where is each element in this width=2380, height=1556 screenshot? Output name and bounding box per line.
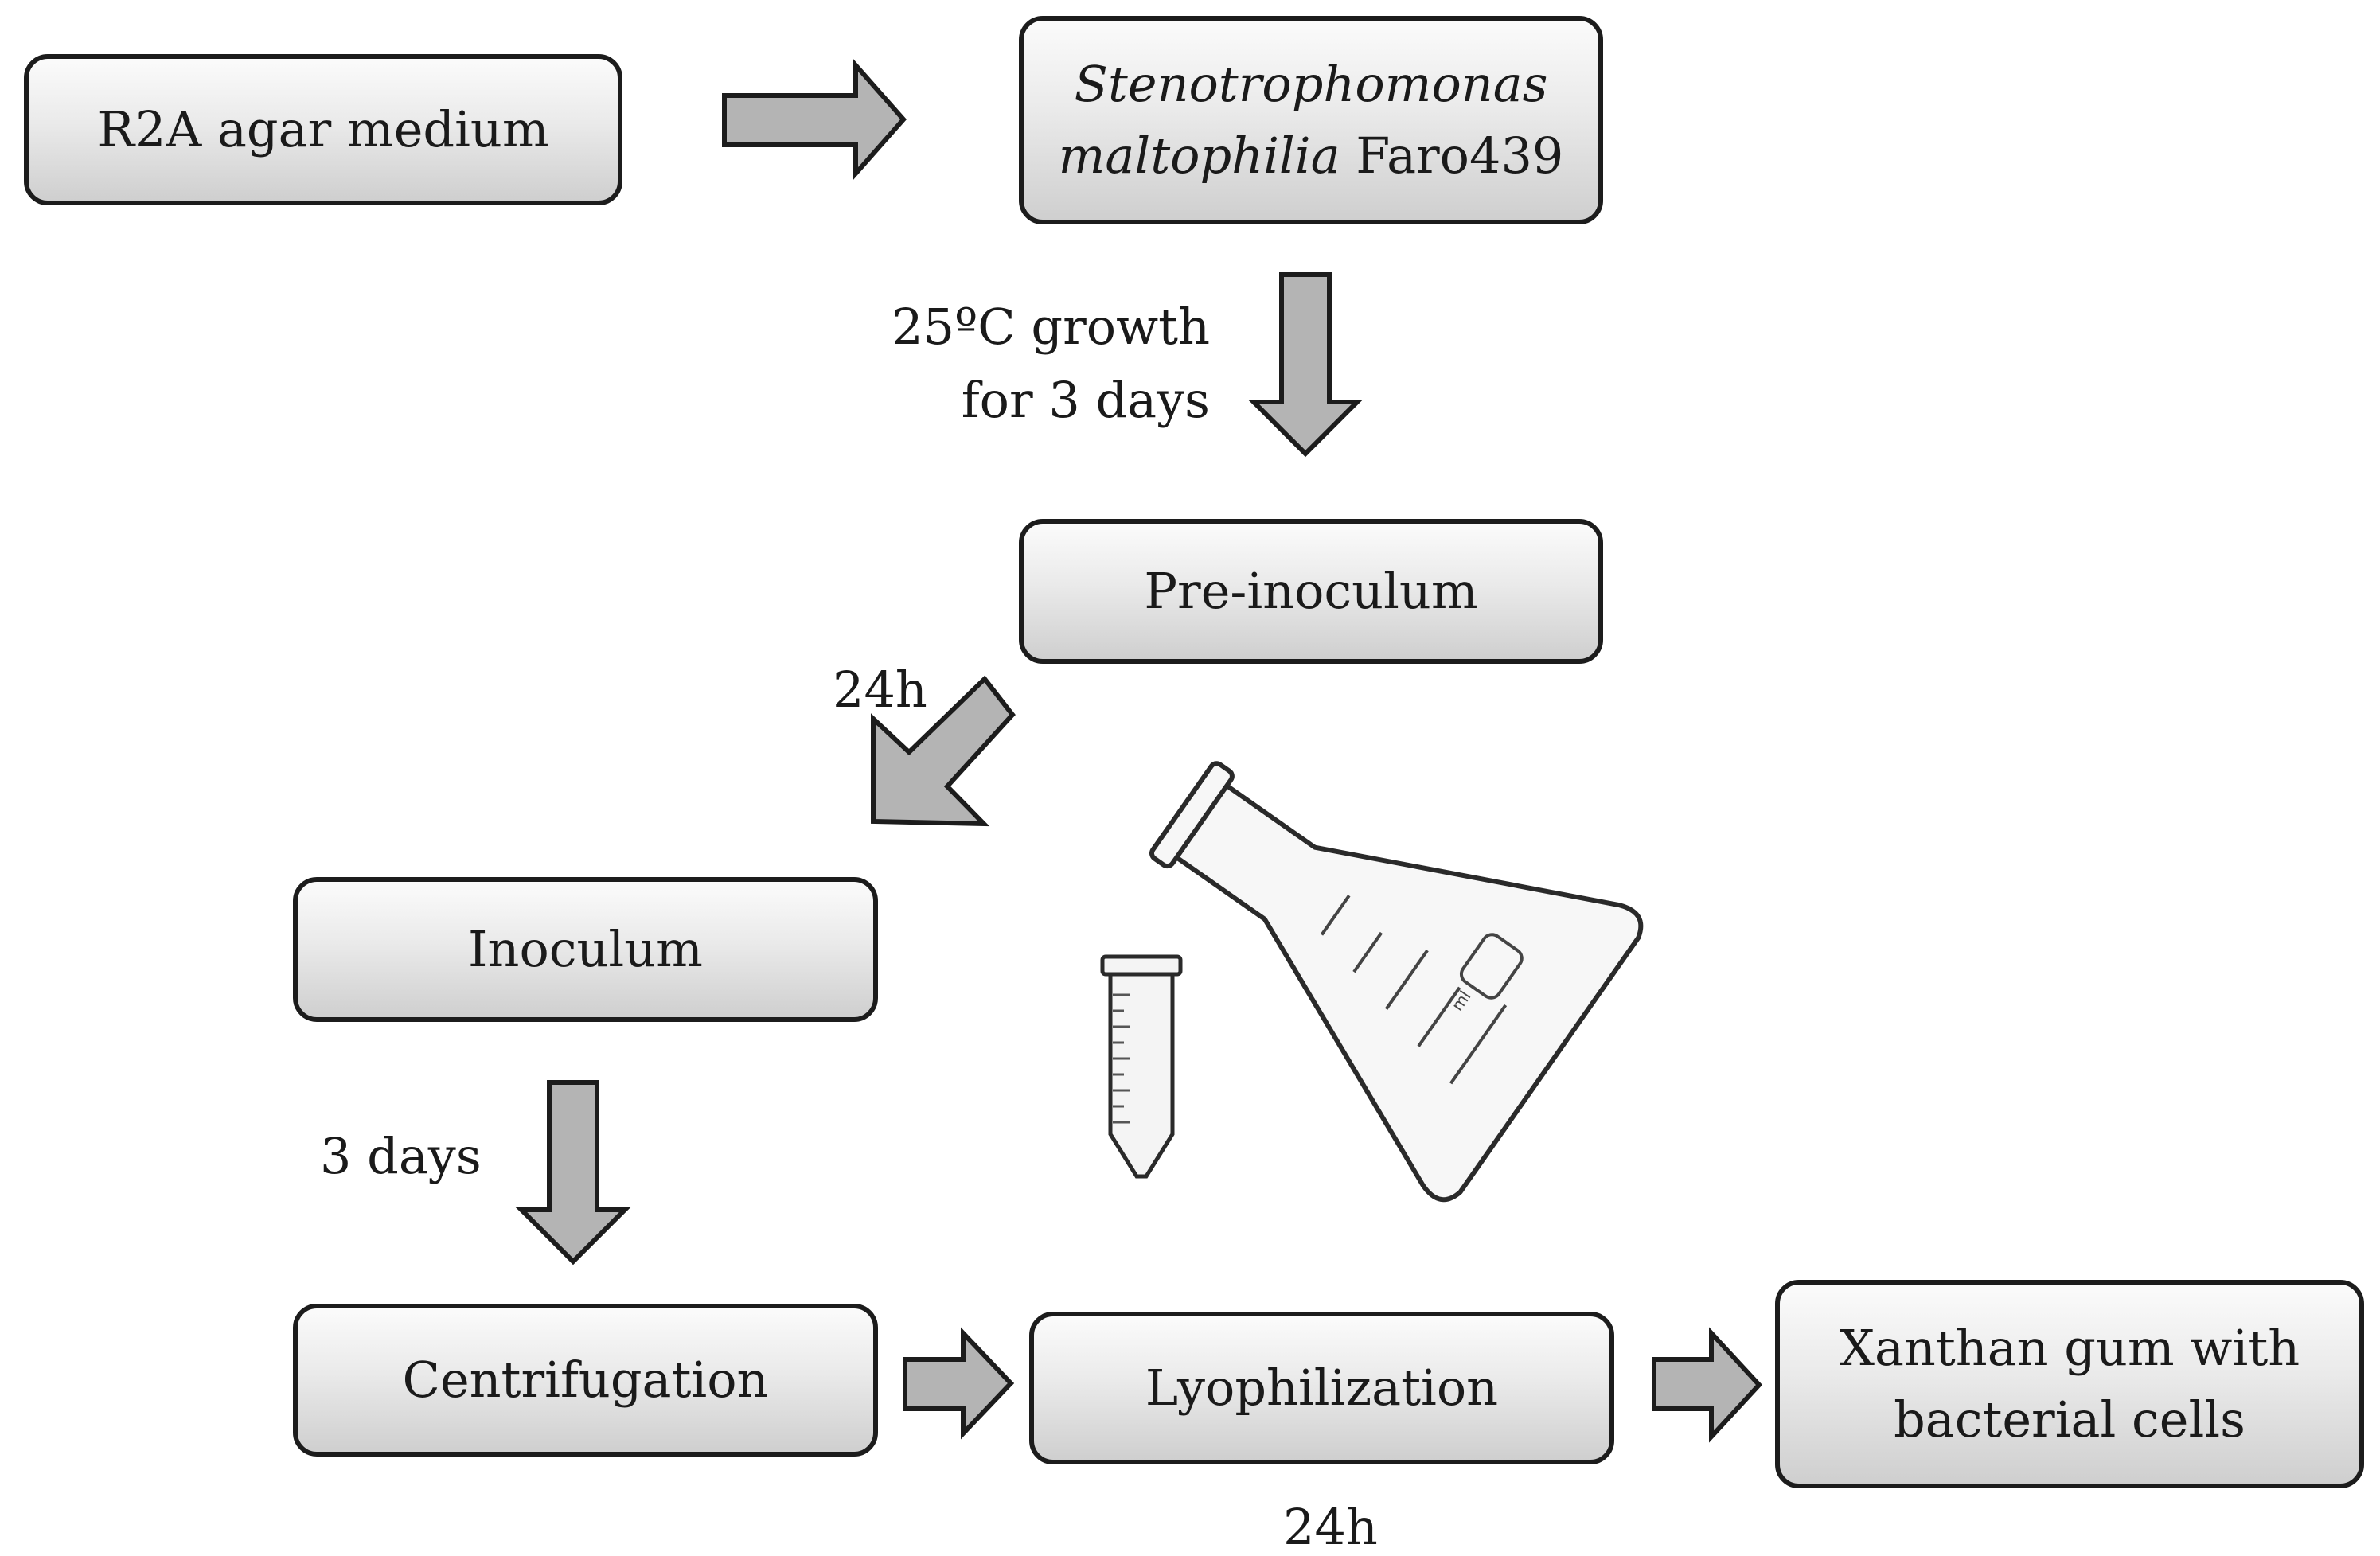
- label-growth-line1: 25ºC growth: [892, 298, 1210, 356]
- arrow-strain-to-preinoculum: [1247, 272, 1364, 458]
- node-inoculum-label: Inoculum: [468, 920, 703, 979]
- node-centrifugation: Centrifugation: [293, 1304, 878, 1457]
- node-r2a-label: R2A agar medium: [97, 100, 549, 159]
- arrow-lyophilization-to-xanthan: [1652, 1327, 1763, 1443]
- node-xanthan-gum: Xanthan gum with bacterial cells: [1775, 1280, 2364, 1488]
- node-stenotrophomonas: Stenotrophomonas maltophilia Faro439: [1019, 16, 1603, 224]
- node-xanthan-line2: bacterial cells: [1894, 1390, 2245, 1449]
- node-strain-species: maltophilia: [1058, 127, 1340, 185]
- arrow-preinoculum-to-inoculum: [871, 675, 1016, 827]
- node-r2a-agar-medium: R2A agar medium: [24, 54, 622, 205]
- node-strain-line1: Stenotrophomonas: [1074, 55, 1548, 114]
- label-pre-to-inoculum-time: 24h: [833, 661, 927, 719]
- node-inoculum: Inoculum: [293, 877, 878, 1022]
- label-growth-line2: for 3 days: [961, 371, 1210, 429]
- label-lyophilization-time: 24h: [1283, 1498, 1378, 1556]
- flask-icon: ml: [1149, 761, 1644, 1203]
- tube-icon: [1100, 954, 1183, 1179]
- arrow-inoculum-to-centrifugation: [515, 1080, 631, 1265]
- node-pre-inoculum: Pre-inoculum: [1019, 519, 1603, 664]
- arrow-r2a-to-strain: [722, 59, 907, 180]
- node-strain-line2: maltophilia Faro439: [1059, 120, 1564, 192]
- node-lyophilization: Lyophilization: [1029, 1312, 1614, 1464]
- node-pre-inoculum-label: Pre-inoculum: [1144, 562, 1478, 621]
- node-lyophilization-label: Lyophilization: [1145, 1359, 1499, 1418]
- node-centrifugation-label: Centrifugation: [402, 1351, 769, 1410]
- label-inoculum-incubation: 3 days: [320, 1127, 482, 1185]
- node-xanthan-line1: Xanthan gum with: [1839, 1319, 2300, 1378]
- arrow-centrifugation-to-lyophilization: [903, 1327, 1015, 1440]
- node-strain-id: Faro439: [1340, 127, 1564, 185]
